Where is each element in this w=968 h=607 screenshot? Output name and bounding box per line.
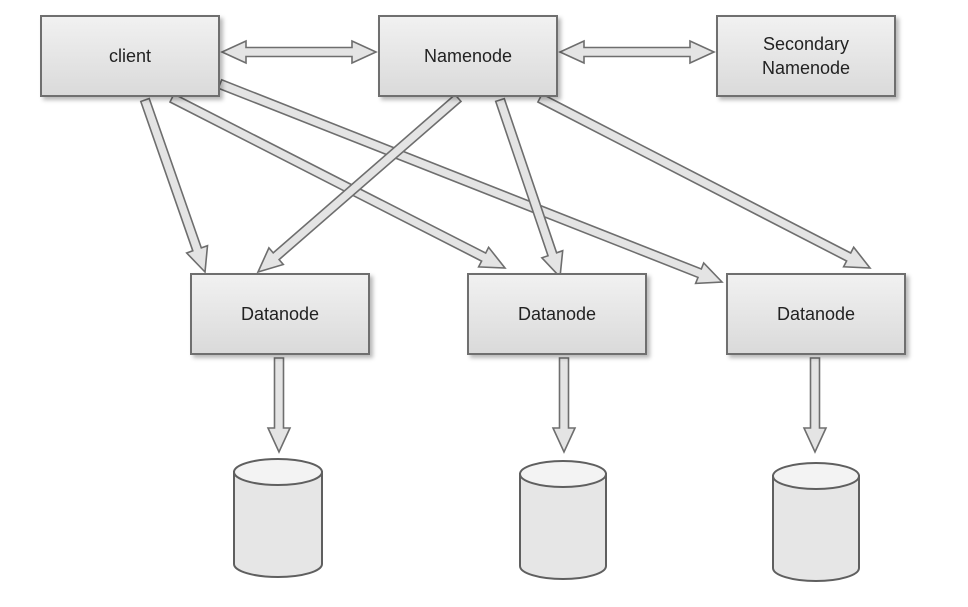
arrow-namenode-datanode-2 xyxy=(494,97,564,279)
datanode-box-3: Datanode xyxy=(726,273,906,355)
arrow-client-datanode-2 xyxy=(168,92,507,269)
datanode-label-2: Datanode xyxy=(517,304,597,324)
arrow-client-datanode-1 xyxy=(139,97,209,274)
namenode-box: Namenode xyxy=(378,15,558,97)
arrow-datanode-1-storage xyxy=(266,357,292,454)
client-box: client xyxy=(40,15,220,97)
datanode-box-2: Datanode xyxy=(467,273,647,355)
arrow-namenode-secondary xyxy=(558,39,716,65)
storage-cylinder-3 xyxy=(772,462,860,582)
datanode-box-1: Datanode xyxy=(190,273,370,355)
arrow-datanode-3-storage xyxy=(802,357,828,454)
datanode-label-1: Datanode xyxy=(240,304,320,324)
arrow-namenode-datanode-1 xyxy=(256,93,463,274)
datanode-label-3: Datanode xyxy=(776,304,856,324)
client-label: client xyxy=(108,46,152,66)
arrow-namenode-datanode-3 xyxy=(536,92,872,269)
arrow-datanode-2-storage xyxy=(551,357,577,454)
storage-cylinder-1 xyxy=(233,458,323,578)
secondary-namenode-box: Secondary Namenode xyxy=(716,15,896,97)
arrow-client-namenode xyxy=(220,39,378,65)
namenode-label: Namenode xyxy=(423,46,513,66)
secondary-namenode-label: Secondary Namenode xyxy=(761,34,851,78)
arrow-client-datanode-3 xyxy=(217,78,724,285)
storage-cylinder-2 xyxy=(519,460,607,580)
